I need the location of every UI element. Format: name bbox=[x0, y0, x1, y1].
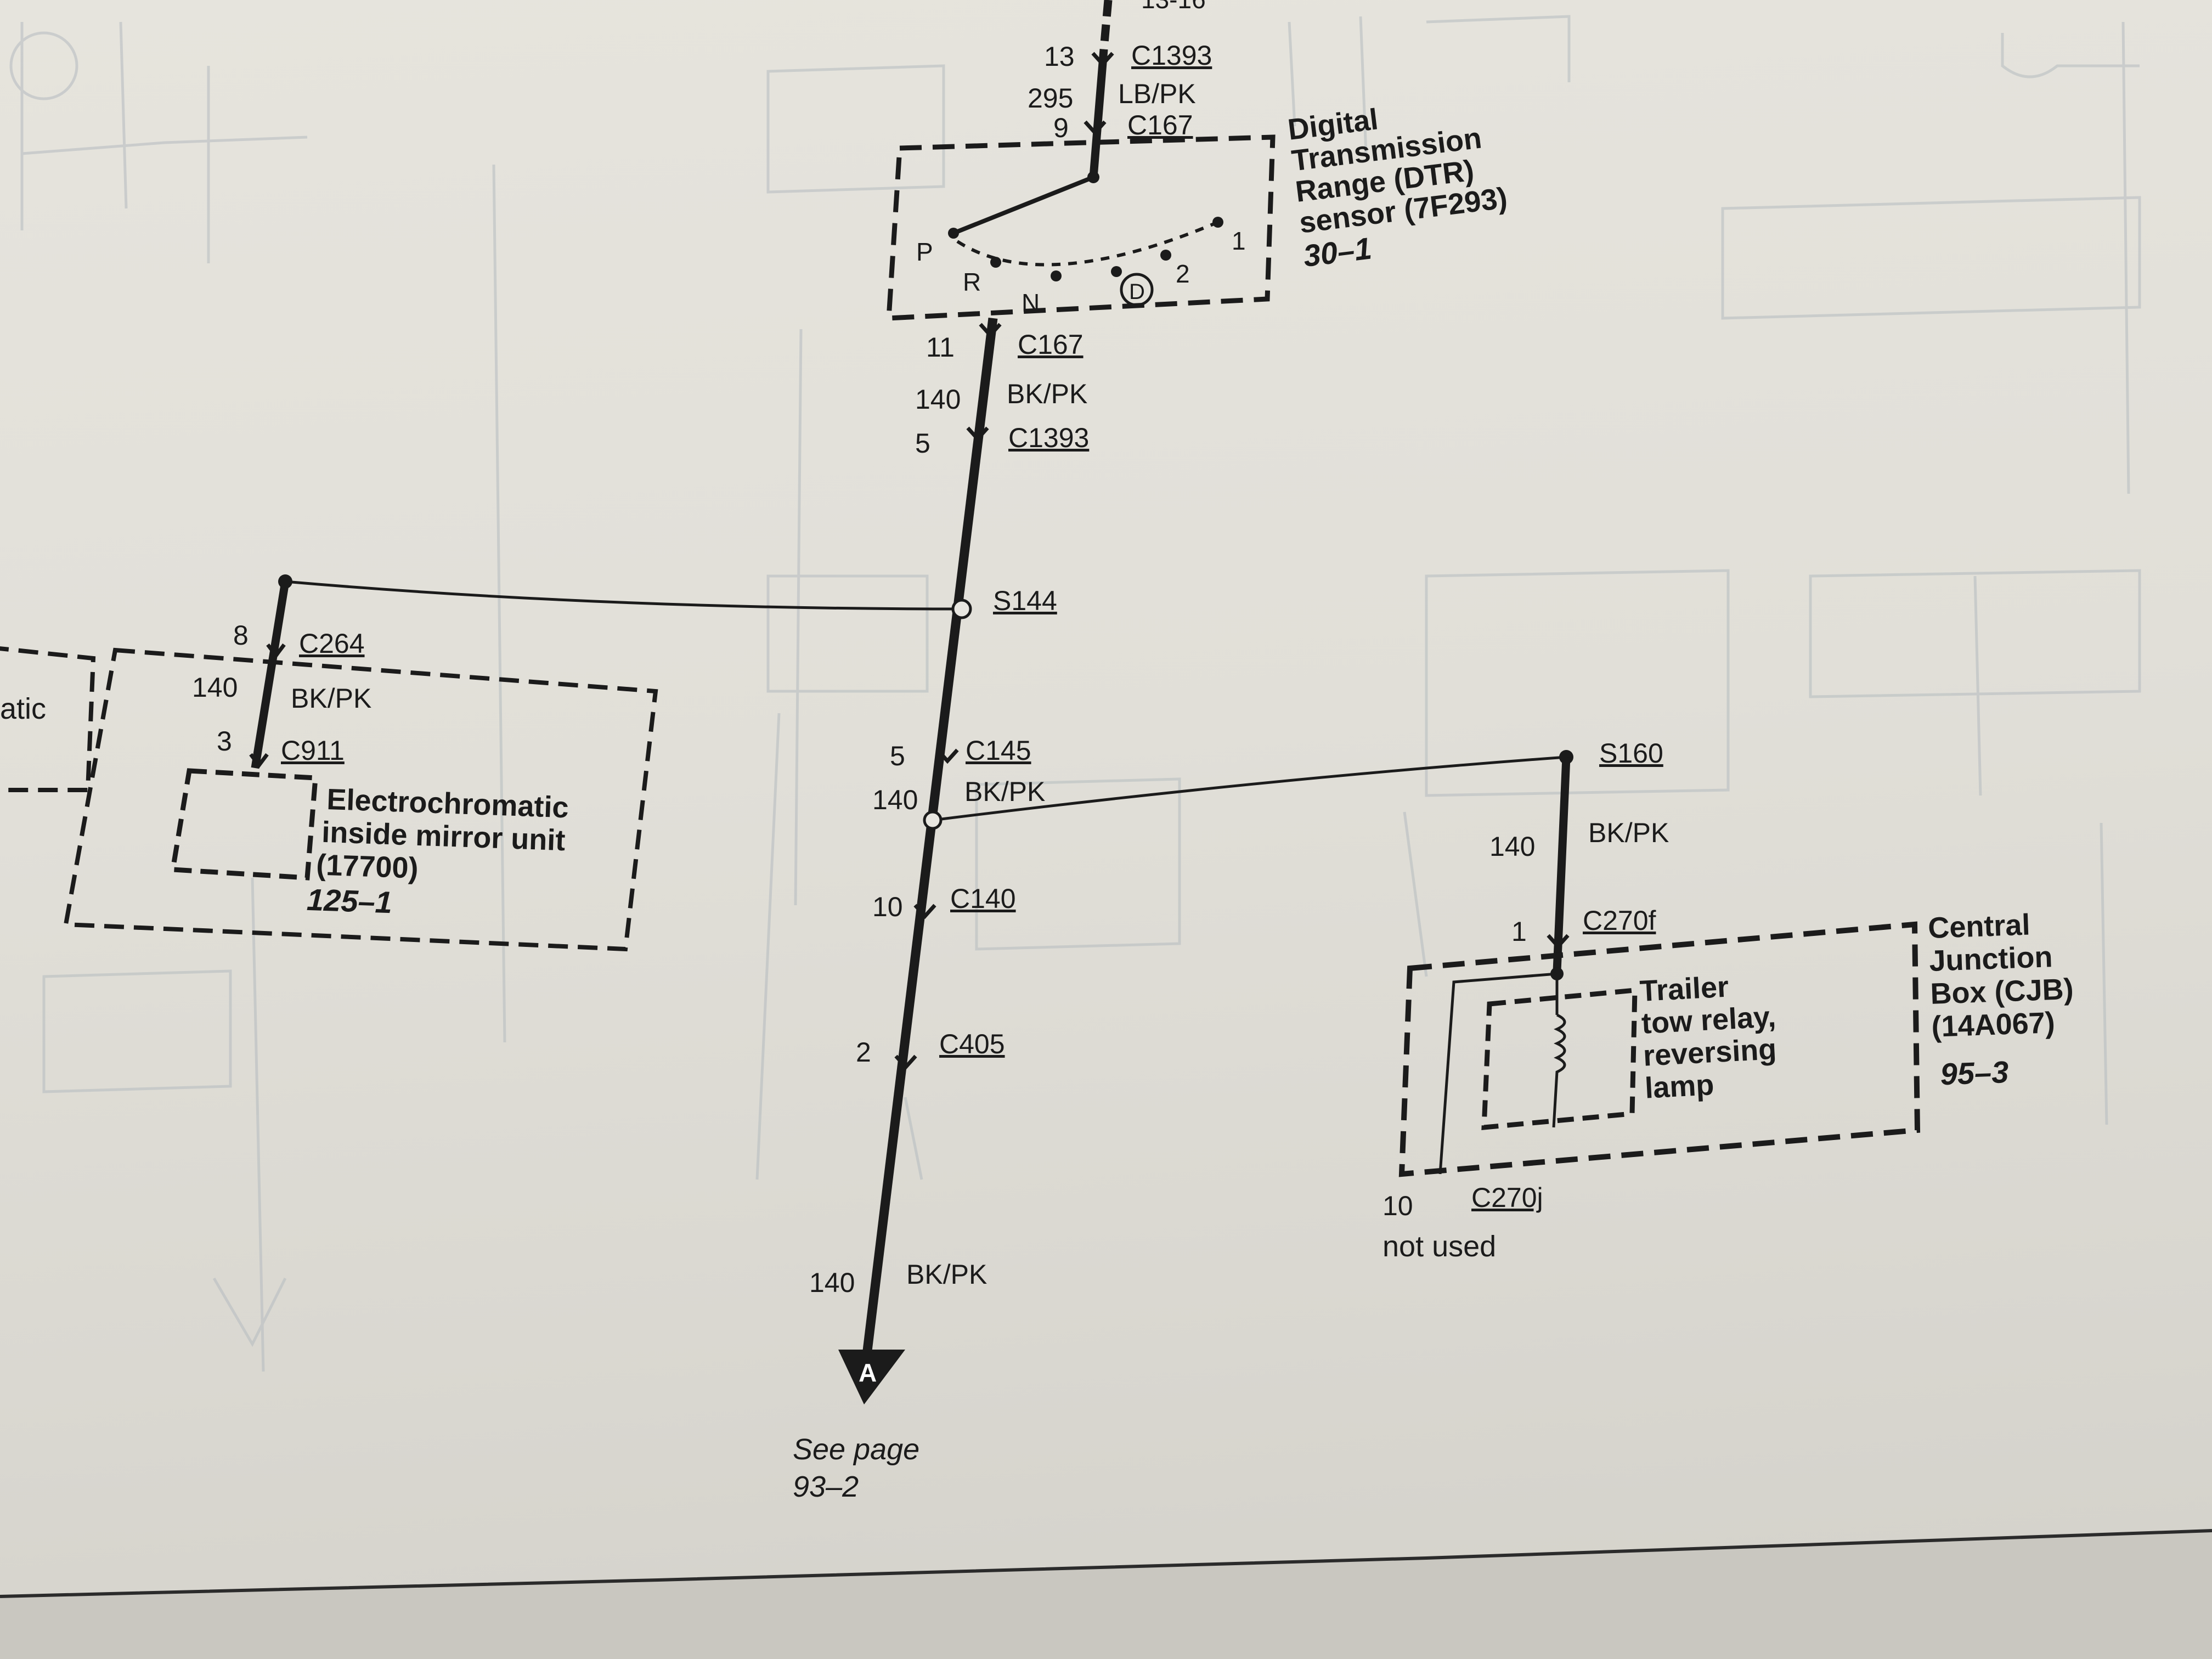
c911-connector: C911 bbox=[281, 735, 345, 766]
main-wire: A bbox=[838, 0, 1113, 1404]
c270f-pin: 1 bbox=[1511, 916, 1527, 947]
dtr-sensor: P R N D 2 1 Digital Transmission Range (… bbox=[886, 103, 1509, 321]
dtr-sensor-label: Digital Transmission Range (DTR) sensor … bbox=[1286, 103, 1509, 273]
dtr-switch-arc bbox=[956, 221, 1219, 267]
page-edge bbox=[0, 1529, 2212, 1659]
relay-name-line-1: Trailer bbox=[1639, 970, 1729, 1008]
relay-coil bbox=[1552, 1013, 1566, 1128]
position-d: D bbox=[1129, 280, 1145, 304]
relay-name-line-2: tow relay, bbox=[1641, 1000, 1777, 1040]
cjb-name-line-3: Box (CJB) bbox=[1930, 973, 2074, 1011]
c405-pin: 2 bbox=[856, 1037, 871, 1068]
relay-name-line-3: reversing bbox=[1643, 1032, 1778, 1073]
cjb-page-ref: 95–3 bbox=[1940, 1054, 2010, 1091]
c167-lower-pin: 11 bbox=[926, 332, 955, 363]
mirror-page-ref: 125–1 bbox=[306, 882, 393, 919]
not-used-label: not used bbox=[1383, 1230, 1496, 1263]
c167-lower-connector: C167 bbox=[1018, 329, 1084, 360]
dtr-sensor-box bbox=[886, 134, 1276, 321]
cjb-name-line-1: Central bbox=[1927, 909, 2030, 945]
c1393-lower-pin: 5 bbox=[915, 428, 930, 459]
main-wire-connector-marks bbox=[894, 52, 1114, 1070]
position-2: 2 bbox=[1176, 259, 1190, 288]
splice-s160-label: S160 bbox=[1599, 738, 1663, 769]
c1393-lower-connector: C1393 bbox=[1008, 422, 1089, 453]
c405-connector: C405 bbox=[939, 1029, 1005, 1059]
c1393-upper-pin: 13 bbox=[1044, 41, 1075, 72]
c264-connector: C264 bbox=[299, 628, 365, 659]
cjb-name-line-2: Junction bbox=[1928, 940, 2053, 978]
c270j-pin: 10 bbox=[1383, 1190, 1413, 1221]
splice-s144-label: S144 bbox=[993, 585, 1057, 616]
circuit-140-number-upper: 140 bbox=[915, 384, 961, 415]
cjb-circuit-number: 140 bbox=[1489, 831, 1535, 862]
c911-pin: 3 bbox=[217, 726, 232, 757]
terminal-arrow-a bbox=[838, 1350, 905, 1404]
mirror-name-line-3: (17700) bbox=[315, 848, 419, 884]
see-page-number: 93–2 bbox=[793, 1470, 859, 1503]
position-p: P bbox=[916, 238, 933, 266]
terminal-label: A bbox=[859, 1358, 877, 1387]
cjb-box bbox=[1398, 921, 1921, 1177]
relay-box bbox=[1481, 988, 1638, 1130]
cjb-circuit-color: BK/PK bbox=[1588, 817, 1669, 848]
c140-connector: C140 bbox=[950, 883, 1016, 914]
mirror-unit: atic 8 C264 140 BK/PK 3 C911 Electrochro… bbox=[0, 580, 658, 952]
relay-name-line-4: lamp bbox=[1644, 1068, 1715, 1105]
circuit-140-color-upper: BK/PK bbox=[1007, 379, 1087, 409]
central-junction-box: S160 140 BK/PK 1 C270f Trailer tow relay… bbox=[923, 738, 2074, 1263]
c140-pin: 10 bbox=[872, 891, 903, 922]
circuit-140-number-lower: 140 bbox=[809, 1267, 855, 1298]
circuit-295-color: LB/PK bbox=[1118, 78, 1196, 109]
position-n: N bbox=[1022, 289, 1040, 317]
see-page-label: See page bbox=[793, 1433, 919, 1466]
relay-label: Trailer tow relay, reversing lamp bbox=[1639, 970, 1778, 1105]
mirror-label: Electrochromatic inside mirror unit (177… bbox=[306, 783, 569, 919]
cjb-name-line-4: (14A067) bbox=[1931, 1006, 2056, 1043]
circuit-140-color-mid: BK/PK bbox=[964, 776, 1045, 807]
splice-s144: S144 bbox=[278, 574, 1057, 619]
circuit-140-number-mid: 140 bbox=[872, 785, 918, 815]
mirror-circuit-color: BK/PK bbox=[291, 683, 371, 714]
c145-connector: C145 bbox=[966, 735, 1031, 766]
dtr-page-ref: 30–1 bbox=[1301, 230, 1373, 273]
c167-upper-connector: C167 bbox=[1127, 110, 1193, 140]
drive-position-circle bbox=[1120, 273, 1154, 307]
position-1: 1 bbox=[1232, 227, 1246, 255]
dtr-switch-arm bbox=[952, 175, 1094, 235]
cjb-label: Central Junction Box (CJB) (14A067) 95–3 bbox=[1927, 909, 2074, 1092]
c167-upper-pin: 9 bbox=[1053, 112, 1069, 143]
c270f-connector: C270f bbox=[1583, 905, 1656, 936]
c270j-connector: C270j bbox=[1471, 1182, 1543, 1213]
circuit-140-color-lower: BK/PK bbox=[906, 1259, 987, 1290]
mirror-circuit-number: 140 bbox=[192, 672, 238, 703]
partial-component-label: atic bbox=[0, 692, 46, 725]
circuit-295-number: 295 bbox=[1028, 83, 1073, 114]
c264-pin: 8 bbox=[233, 620, 249, 651]
mirror-outer-box bbox=[63, 647, 658, 952]
top-fragment-label: 13-16 bbox=[1141, 0, 1206, 14]
position-r: R bbox=[963, 268, 981, 296]
mirror-inner-box bbox=[170, 768, 318, 881]
c1393-upper-connector: C1393 bbox=[1131, 40, 1212, 71]
c145-pin: 5 bbox=[890, 741, 905, 771]
bleed-through-background bbox=[9, 15, 2141, 1372]
